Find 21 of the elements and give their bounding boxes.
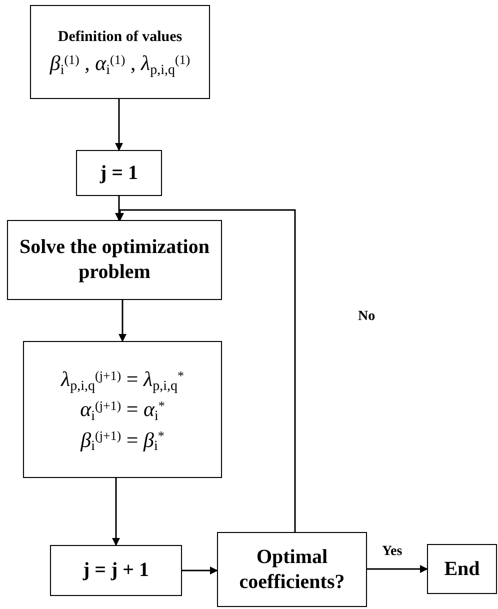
arrow <box>182 566 218 574</box>
arrow <box>112 478 120 546</box>
box-label: j = j + 1 <box>82 558 150 583</box>
box-label: Definition of values <box>58 28 182 46</box>
arrow <box>367 565 428 573</box>
box-label: Solve the optimization problem <box>18 235 210 285</box>
box-label: Optimal coefficients? <box>238 544 346 594</box>
box-label: j = 1 <box>100 160 138 186</box>
process-box <box>23 341 222 478</box>
box-label: End <box>444 556 480 582</box>
process-box <box>427 544 497 594</box>
process-box <box>7 220 222 300</box>
process-box <box>76 150 162 196</box>
process-box <box>217 532 367 607</box>
arrow <box>115 196 123 221</box>
arrow <box>118 300 126 342</box>
process-box <box>50 545 182 596</box>
edge-label: Yes <box>382 545 402 559</box>
arrow <box>115 99 123 151</box>
process-box <box>30 5 210 99</box>
edge-label: No <box>358 310 376 324</box>
